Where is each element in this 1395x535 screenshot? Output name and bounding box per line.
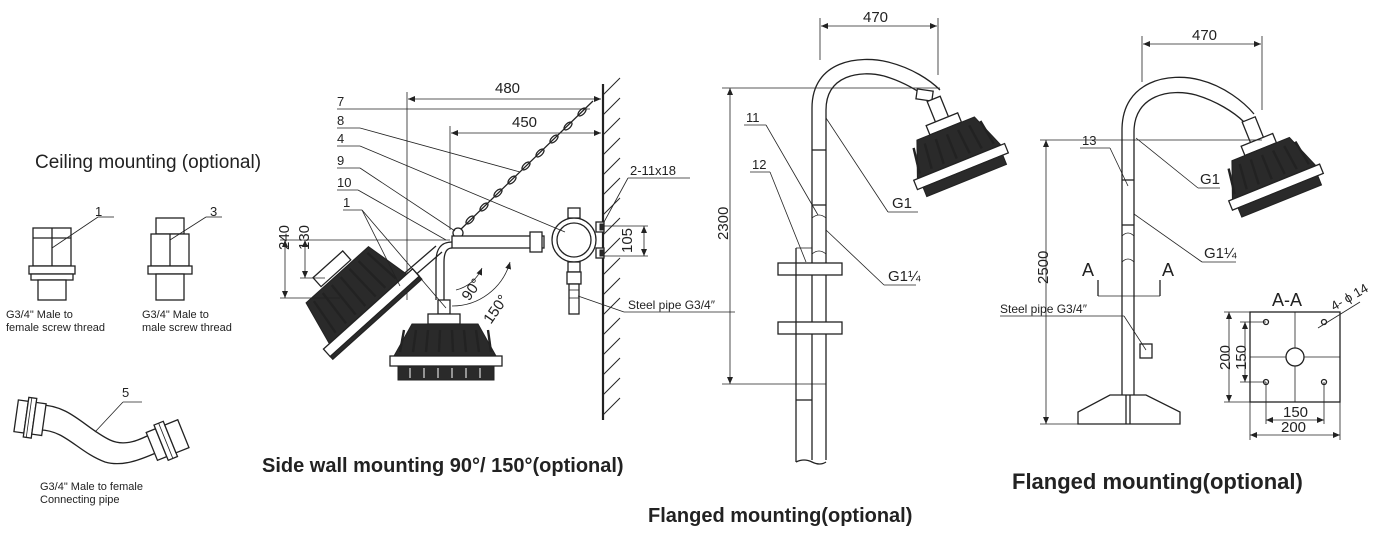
fitting-3-drawing: 3 G3/4" Male to male screw thread <box>142 204 232 334</box>
dim-130: 130 <box>296 225 313 250</box>
flange-a-callout-11: 11 <box>746 110 760 125</box>
callout-7: 7 <box>337 94 344 109</box>
wall <box>601 77 621 420</box>
flange-b-dim-470: 470 <box>1192 27 1217 44</box>
dim-450: 450 <box>512 114 537 131</box>
callout-8: 8 <box>337 113 344 128</box>
hanging-lamp <box>389 299 503 381</box>
fitting-3-desc-2: male screw thread <box>142 322 232 334</box>
flange-b-thread-g114: G1¼ <box>1204 245 1237 262</box>
flange-a-dim-2300: 2300 <box>715 207 732 240</box>
junction-box <box>551 207 605 273</box>
side-wall-caption: Side wall mounting 90°/ 150°(optional) <box>262 455 624 477</box>
section-dim-150-h: 150 <box>1283 404 1308 421</box>
flange-a-lamp <box>912 88 1010 198</box>
callout-bolt: 2-11x18 <box>630 163 676 178</box>
fitting-3-number: 3 <box>210 204 217 219</box>
side-wall-mounting-section: 480 450 <box>262 77 735 477</box>
section-a-right: A <box>1162 260 1174 280</box>
flanged-a-caption: Flanged mounting(optional) <box>648 505 912 527</box>
dim-105: 105 <box>619 228 636 253</box>
flange-b-callout-13: 13 <box>1082 133 1096 148</box>
dim-240: 240 <box>276 225 293 250</box>
dim-480: 480 <box>495 80 520 97</box>
section-dim-200-h: 200 <box>1281 419 1306 436</box>
fitting-1-drawing: 1 G3/4" Male to female screw thread <box>6 204 114 334</box>
side-wall-pipe-label: Steel pipe G3/4″ <box>628 298 716 312</box>
flange-b-lamp <box>1227 115 1325 218</box>
flange-b-thread-g1: G1 <box>1200 171 1220 188</box>
section-a-a-view: A-A 4- ϕ 14 200 150 <box>1217 280 1371 440</box>
ceiling-mounting-caption: Ceiling mounting (optional) <box>35 152 261 173</box>
section-dim-150-v: 150 <box>1233 345 1250 370</box>
flanged-b-caption: Flanged mounting(optional) <box>1012 469 1303 494</box>
angle-150-label: 150° <box>480 292 512 327</box>
fitting-3-desc-1: G3/4" Male to <box>142 309 209 321</box>
section-a-left: A <box>1082 260 1094 280</box>
flange-a-callout-12: 12 <box>752 157 766 172</box>
fitting-5-desc-2: Connecting pipe <box>40 494 120 506</box>
callout-1: 1 <box>343 195 350 210</box>
flange-a-thread-g114: G1¼ <box>888 268 921 285</box>
section-dim-200-v: 200 <box>1217 345 1234 370</box>
fitting-1-desc-2: female screw thread <box>6 322 105 334</box>
flange-b-pipe-label: Steel pipe G3/4″ <box>1000 302 1088 316</box>
fitting-5-drawing: 5 G3/4" Male to female Connecting pipe <box>13 385 190 506</box>
callout-9: 9 <box>337 153 344 168</box>
flange-a-dim-470: 470 <box>863 9 888 26</box>
fitting-1-number: 1 <box>95 204 102 219</box>
fitting-5-number: 5 <box>122 385 129 400</box>
flanged-mounting-a-section: 470 <box>648 9 1010 527</box>
side-wall-callouts: 7 8 4 9 10 1 2-11x18 Steel pipe G3/4″ <box>337 94 735 313</box>
tilted-lamp <box>305 245 423 361</box>
callout-4: 4 <box>337 131 344 146</box>
fitting-1-desc-1: G3/4" Male to <box>6 309 73 321</box>
flanged-mounting-b-section: 470 A A <box>1000 27 1371 494</box>
flange-b-dim-2500: 2500 <box>1035 251 1052 284</box>
section-a-a-title: A-A <box>1272 290 1302 310</box>
angle-90-label: 90° <box>459 276 486 304</box>
fitting-5-desc-1: G3/4" Male to female <box>40 481 143 493</box>
ceiling-mounting-section: Ceiling mounting (optional) 1 G3/4" Male… <box>6 152 261 506</box>
flange-a-thread-g1: G1 <box>892 195 912 212</box>
callout-10: 10 <box>337 175 351 190</box>
